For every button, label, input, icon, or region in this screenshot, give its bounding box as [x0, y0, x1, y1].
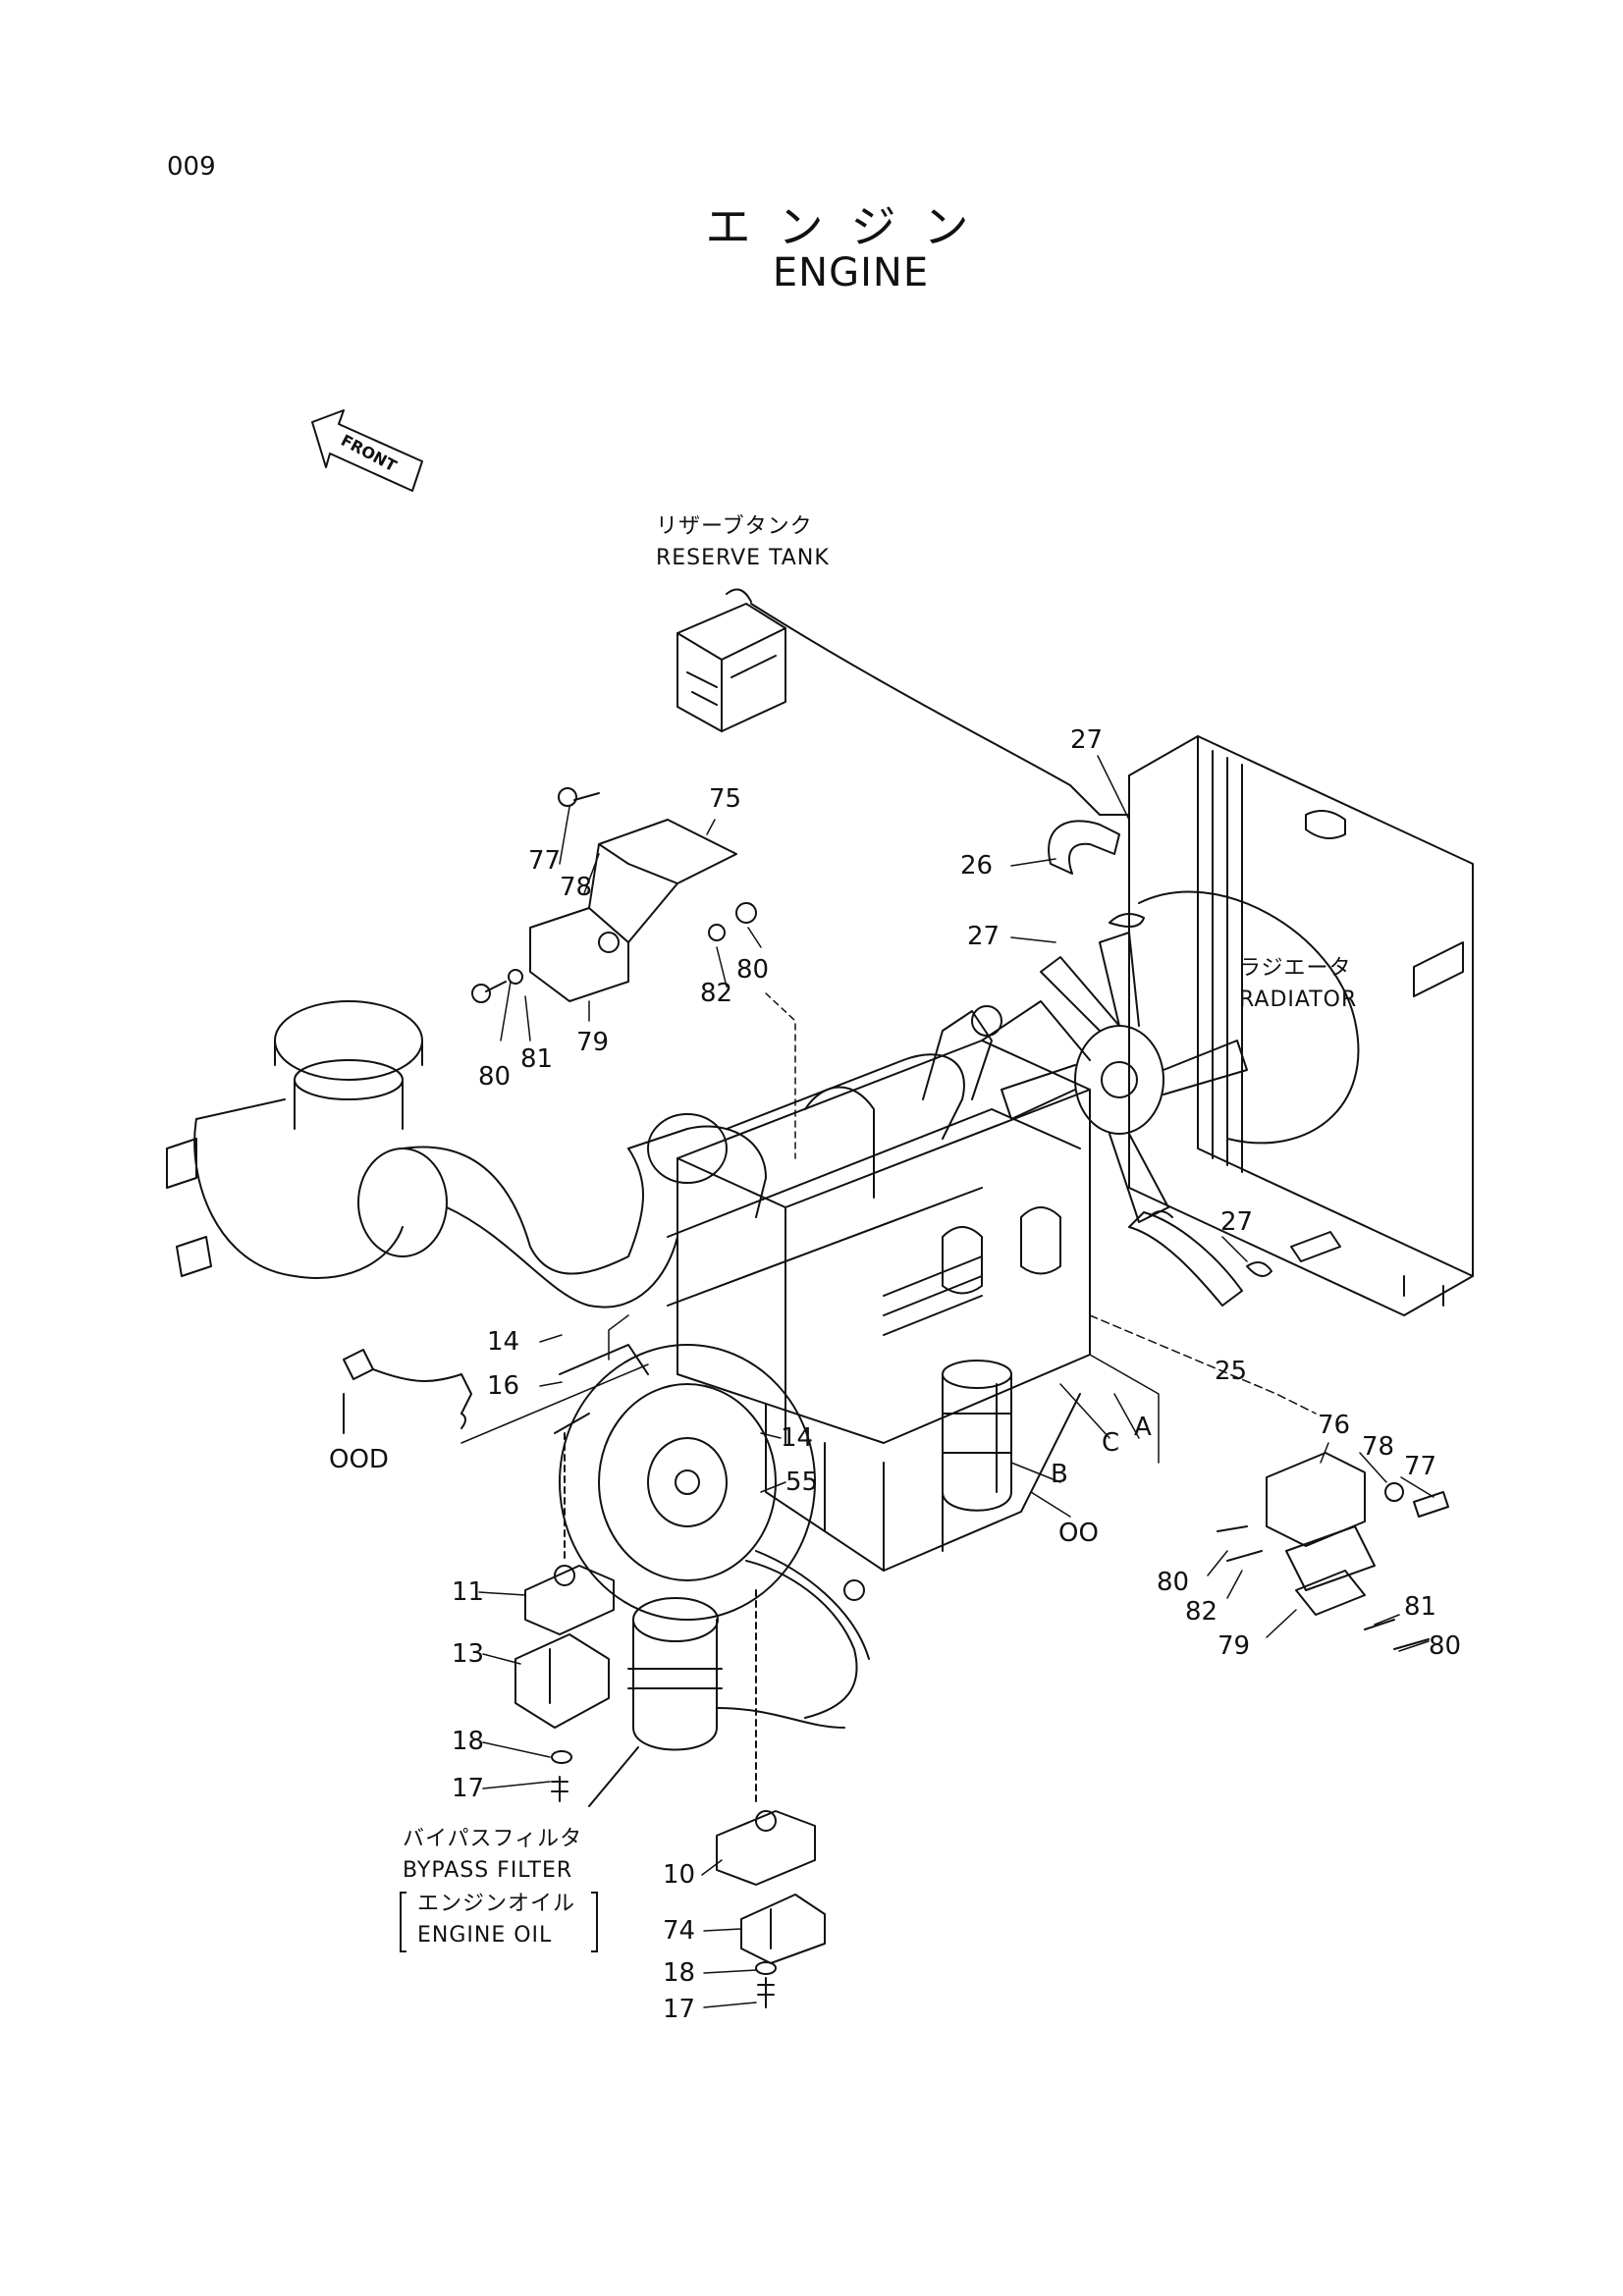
part-label: 78	[1362, 1432, 1394, 1462]
captions: リザーブタンク RESERVE TANK ラジエータ RADIATOR バイパス…	[338, 431, 1357, 1952]
upper-radiator-hose	[1048, 820, 1145, 928]
title-japanese: エンジン	[705, 200, 997, 253]
part-label: 81	[520, 1044, 553, 1074]
part-label: 82	[700, 979, 732, 1008]
engine-mount-left	[514, 1432, 615, 1802]
part-label: 75	[709, 784, 741, 814]
oil-filter-drawing	[942, 1360, 1012, 1512]
part-label: 80	[478, 1062, 511, 1092]
part-label: 25	[1215, 1357, 1247, 1386]
part-label: 27	[967, 922, 1000, 951]
part-label: C	[1102, 1428, 1119, 1458]
engine-oil-label-en: ENGINE OIL	[417, 1923, 552, 1948]
part-label: 77	[528, 846, 561, 876]
part-label: 81	[1404, 1592, 1436, 1622]
leader-lines	[460, 755, 1434, 2008]
part-label: 82	[1185, 1597, 1217, 1627]
part-label: 10	[663, 1860, 695, 1890]
part-label: 74	[663, 1916, 695, 1946]
lower-radiator-hose	[1128, 1210, 1341, 1307]
reserve-tank-label-jp: リザーブタンク	[656, 514, 813, 539]
engine-block-drawing	[667, 1000, 1091, 1601]
title-english: ENGINE	[772, 250, 930, 295]
radiator-label-en: RADIATOR	[1239, 988, 1357, 1012]
radiator-drawing	[1128, 735, 1474, 1316]
part-label: 17	[663, 1995, 695, 2024]
part-label: 14	[487, 1327, 519, 1357]
bypass-filter-drawing	[588, 1550, 870, 1807]
radiator-label-jp: ラジエータ	[1239, 956, 1352, 981]
part-label: 18	[452, 1727, 484, 1756]
part-label: 78	[560, 873, 592, 902]
part-label: 16	[487, 1371, 519, 1401]
part-label: 79	[1217, 1631, 1250, 1661]
engine-oil-label-jp: エンジンオイル	[417, 1892, 575, 1916]
part-label: 76	[1318, 1411, 1350, 1440]
cooling-fan-drawing	[1001, 932, 1248, 1223]
part-label: 27	[1220, 1207, 1253, 1237]
sensor-harness-drawing	[343, 1349, 472, 1434]
part-label: 14	[781, 1423, 813, 1453]
part-label: 13	[452, 1639, 484, 1669]
part-label: 80	[1429, 1631, 1461, 1661]
front-arrow-icon	[311, 409, 423, 492]
part-label: 18	[663, 1958, 695, 1988]
part-label: 77	[1404, 1452, 1436, 1481]
part-numbers: 27 26 27 75 77 78 82 80 80 81 79 14 16 O…	[329, 725, 1461, 2024]
air-cleaner-drawing	[166, 1000, 767, 1308]
part-label: 79	[576, 1028, 609, 1057]
bypass-filter-label-en: BYPASS FILTER	[403, 1858, 572, 1883]
reserve-tank-label-en: RESERVE TANK	[656, 546, 830, 570]
part-label: B	[1051, 1460, 1068, 1489]
part-label: 80	[736, 955, 769, 985]
flywheel-drawing	[554, 1344, 816, 1621]
part-label: 27	[1070, 725, 1103, 755]
part-label: 26	[960, 851, 993, 881]
part-label: OOD	[329, 1445, 389, 1474]
engine-bracket-right	[1217, 1452, 1449, 1650]
part-label: 17	[452, 1774, 484, 1803]
part-label: OO	[1058, 1519, 1099, 1548]
page-number: 009	[167, 152, 216, 182]
engine-mount-bottom	[716, 1589, 826, 2008]
part-label: A	[1134, 1413, 1152, 1442]
reserve-tank-drawing	[676, 588, 1130, 816]
part-label: 55	[785, 1468, 818, 1497]
part-label: 11	[452, 1577, 484, 1607]
bypass-filter-label-jp: バイパスフィルタ	[403, 1827, 582, 1851]
part-label: 80	[1157, 1568, 1189, 1597]
engine-bracket-upper	[471, 787, 757, 1003]
